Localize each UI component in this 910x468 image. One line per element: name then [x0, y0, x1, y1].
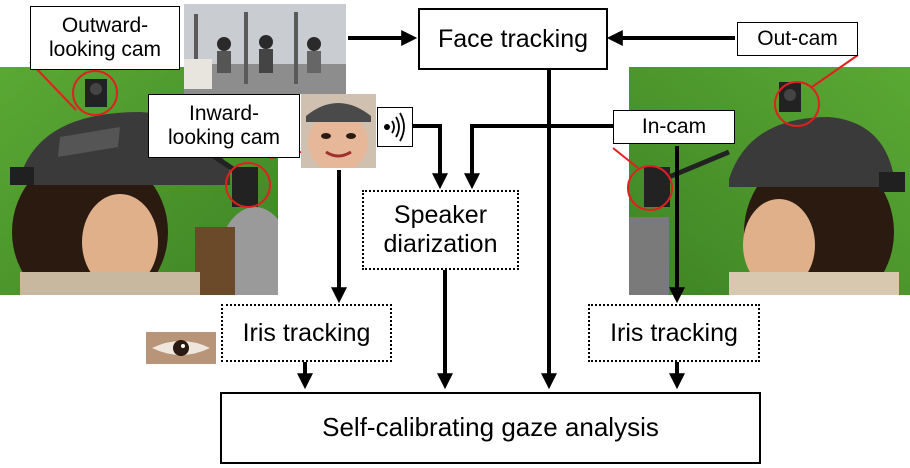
- node-iris-tracking-right: Iris tracking: [588, 304, 760, 362]
- label-inward-looking-cam: Inward- looking cam: [148, 94, 300, 158]
- label-in-cam: In-cam: [613, 110, 735, 144]
- node-speaker-diarization: Speaker diarization: [362, 190, 519, 270]
- label-out-cam: Out-cam: [737, 22, 858, 56]
- eye-closeup: [146, 332, 216, 364]
- inward-face-closeup: [301, 94, 376, 168]
- node-iris-tracking-left: Iris tracking: [221, 304, 392, 362]
- label-outward-looking-cam: Outward- looking cam: [30, 6, 180, 70]
- microphone-icon: [377, 107, 413, 147]
- room-scene-photo: [184, 4, 346, 94]
- node-face-tracking: Face tracking: [418, 8, 608, 70]
- node-self-calibrating-gaze-analysis: Self-calibrating gaze analysis: [220, 392, 761, 464]
